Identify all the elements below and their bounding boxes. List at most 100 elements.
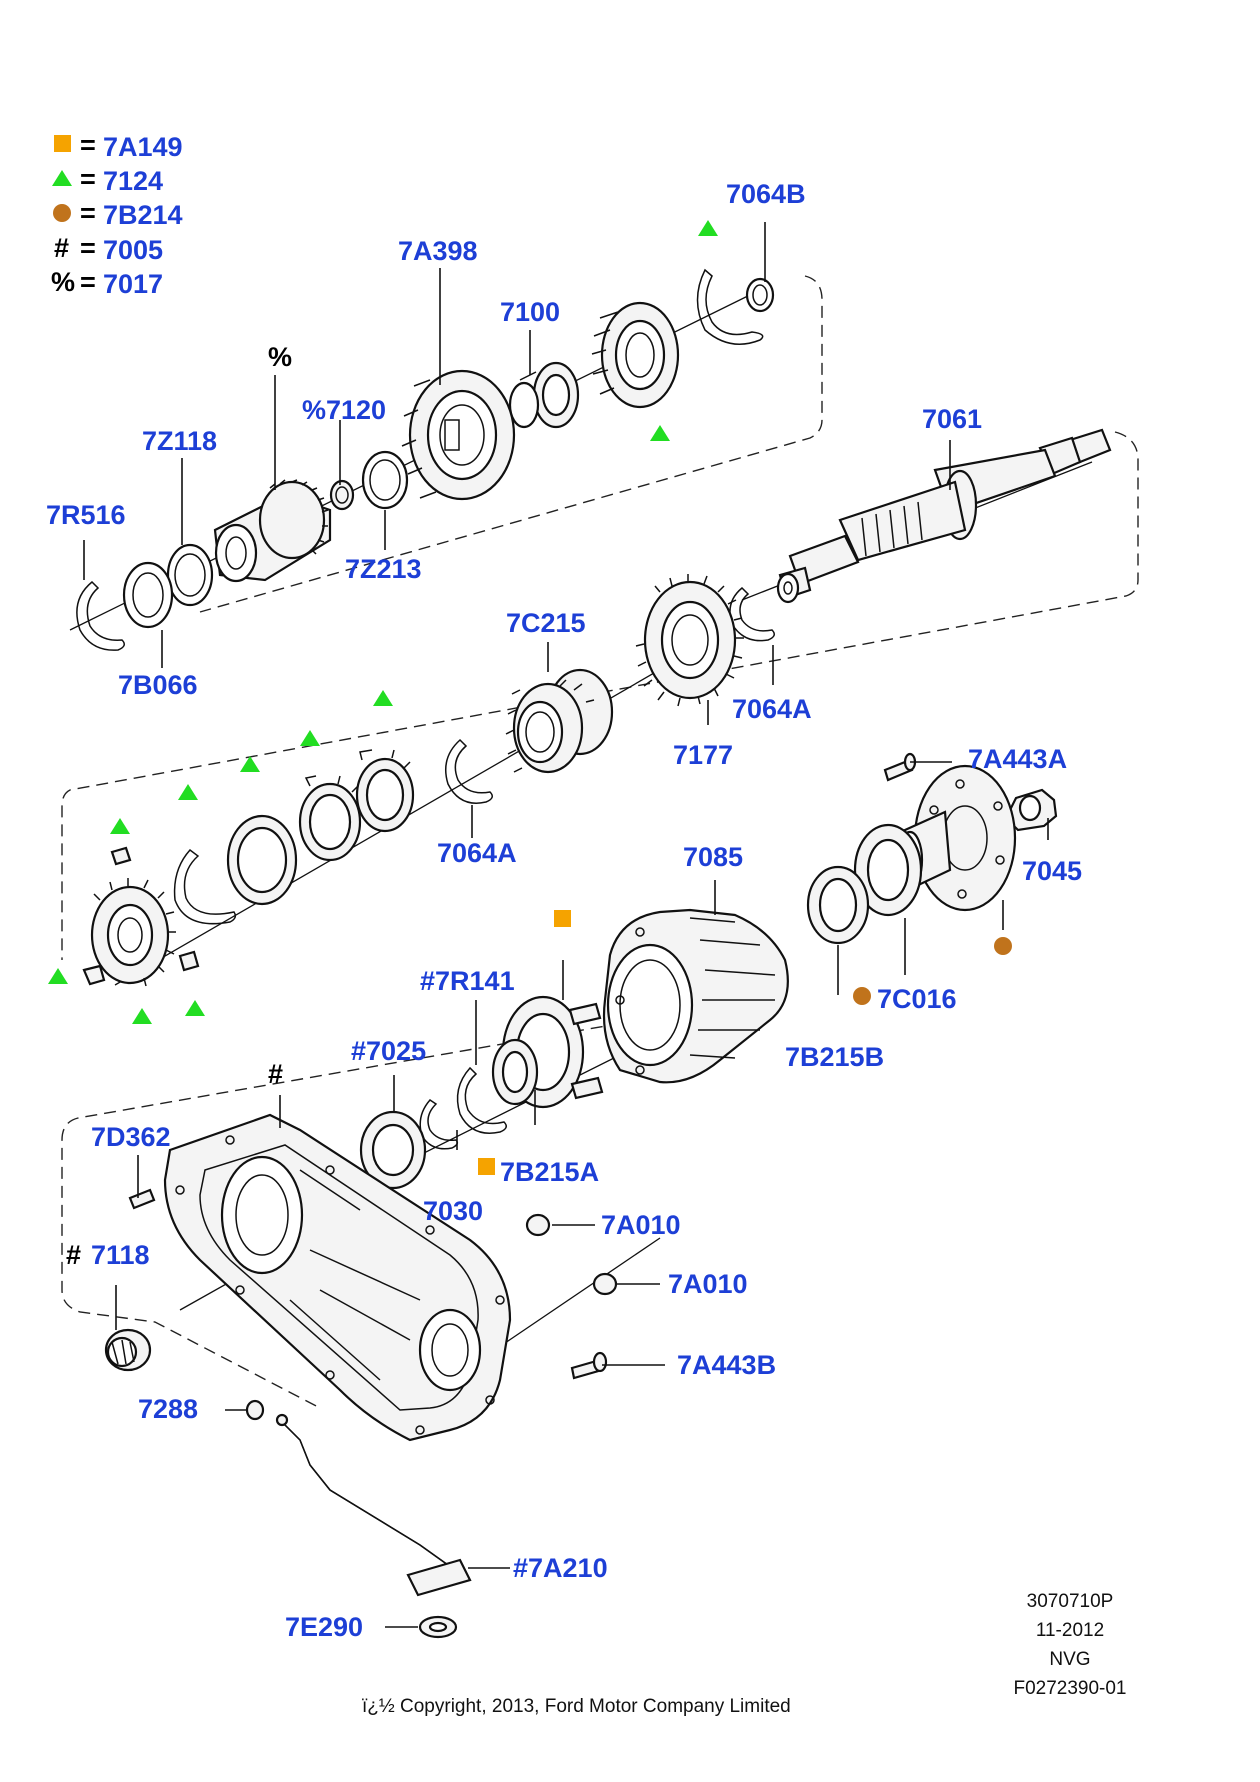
percent-marker: % — [268, 342, 292, 372]
part-label-7b215b[interactable]: 7B215B — [785, 1042, 884, 1072]
part-label-7e290[interactable]: 7E290 — [285, 1612, 363, 1642]
square-icon — [478, 1158, 495, 1175]
legend-eq-2: = — [80, 164, 96, 194]
outline-mainshaft — [61, 431, 1139, 960]
square-icon — [554, 910, 571, 927]
part-label-7a010-b[interactable]: 7A010 — [668, 1269, 748, 1299]
triangle-icon — [240, 756, 260, 772]
triangle-icon — [650, 425, 670, 441]
part-label-7025[interactable]: #7025 — [351, 1036, 426, 1066]
triangle-icon — [698, 220, 718, 236]
outline-upper-shaft — [199, 275, 823, 613]
snap-ring-7064a-mid-drawing — [445, 738, 493, 804]
part-label-7177[interactable]: 7177 — [673, 740, 733, 770]
snap-ring-7030-drawing — [419, 1099, 459, 1150]
legend-code-7124: 7124 — [103, 166, 163, 196]
part-label-7c016[interactable]: 7C016 — [877, 984, 957, 1014]
part-label-7118[interactable]: 7118 — [91, 1240, 150, 1270]
part-label-7b215a[interactable]: 7B215A — [500, 1157, 599, 1187]
triangle-icon — [185, 1000, 205, 1016]
extension-housing-7085-drawing — [602, 908, 789, 1084]
vent-tube-7a210-drawing — [275, 1413, 472, 1597]
part-label-7288[interactable]: 7288 — [138, 1394, 198, 1424]
snap-ring-7r141-drawing — [456, 1066, 507, 1134]
part-label-7r141[interactable]: #7R141 — [420, 966, 515, 996]
part-markers: % # — [48, 220, 1012, 1175]
triangle-icon — [132, 1008, 152, 1024]
retainer-7b066-drawing — [122, 561, 174, 629]
part-label-7118-mark: # — [66, 1240, 81, 1270]
snap-ring-7r516-drawing — [76, 580, 125, 651]
legend-code-7b214: 7B214 — [103, 200, 183, 230]
part-label-7r516[interactable]: 7R516 — [46, 500, 126, 530]
part-label-7085[interactable]: 7085 — [683, 842, 743, 872]
square-icon — [54, 135, 71, 152]
footer-drawing-id: F0272390-01 — [1013, 1678, 1126, 1699]
part-label-7045[interactable]: 7045 — [1022, 856, 1082, 886]
group-outlines — [61, 275, 1139, 1409]
bolt-7a443b-drawing — [570, 1351, 608, 1380]
legend-code-7005: 7005 — [103, 235, 163, 265]
part-label-7a443a[interactable]: 7A443A — [968, 744, 1067, 774]
part-label-7z213[interactable]: 7Z213 — [345, 554, 422, 584]
part-label-7a010-a[interactable]: 7A010 — [601, 1210, 681, 1240]
part-label-7061[interactable]: 7061 — [922, 404, 982, 434]
legend-code-7a149: 7A149 — [103, 132, 183, 162]
triangle-icon — [110, 818, 130, 834]
triangle-icon — [48, 968, 68, 984]
legend-eq-5: = — [80, 267, 96, 297]
circle-icon — [53, 204, 71, 222]
part-label-7z118[interactable]: 7Z118 — [142, 426, 217, 456]
nut-7045-drawing — [1004, 788, 1058, 832]
legend-eq-4: = — [80, 233, 96, 263]
part-label-7a443b[interactable]: 7A443B — [677, 1350, 776, 1380]
legend-eq-3: = — [80, 198, 96, 228]
part-label-7064a-middle[interactable]: 7064A — [437, 838, 517, 868]
gear-7177-drawing — [635, 574, 744, 707]
main-shaft-7061-drawing — [776, 428, 1112, 604]
part-labels: 7064B 7A398 7100 %7120 7Z118 7Z213 7R516… — [46, 179, 1082, 1642]
part-label-7120[interactable]: %7120 — [302, 395, 386, 425]
clutch-gear-drawing — [82, 846, 200, 987]
part-label-7100[interactable]: 7100 — [500, 297, 560, 327]
footer: 3070710P 11-2012 NVG F0272390-01 ï¿½ Cop… — [362, 1591, 1127, 1717]
part-label-7064a-upper[interactable]: 7064A — [732, 694, 812, 724]
legend-eq-1: = — [80, 130, 96, 160]
footer-figure-number: 3070710P — [1027, 1591, 1114, 1612]
footer-date: 11-2012 — [1036, 1620, 1104, 1641]
clip-7064b — [745, 277, 775, 313]
triangle-icon — [300, 730, 320, 746]
input-gear-drawing — [213, 479, 332, 583]
plug-7a010-a-drawing — [525, 1213, 551, 1237]
front-case-drawing — [163, 1113, 512, 1442]
part-label-7c215[interactable]: 7C215 — [506, 608, 586, 638]
parts-drawings — [76, 268, 1112, 1639]
bushing-7118-drawing — [104, 1328, 152, 1372]
part-label-7030[interactable]: 7030 — [423, 1196, 483, 1226]
outline-case — [61, 1019, 641, 1409]
legend-code-7017: 7017 — [103, 269, 163, 299]
part-label-7064b[interactable]: 7064B — [726, 179, 806, 209]
circle-icon — [994, 937, 1012, 955]
part-label-7a398[interactable]: 7A398 — [398, 236, 478, 266]
snap-ring-7064b-drawing — [696, 268, 764, 345]
plug-7288-drawing — [245, 1399, 265, 1421]
plug-7a010-b-drawing — [592, 1272, 618, 1296]
hash-marker: # — [268, 1059, 283, 1089]
part-label-7a210[interactable]: #7A210 — [513, 1553, 608, 1583]
bolt-7a443a-drawing — [883, 752, 917, 782]
sync-7c215-drawing — [505, 668, 614, 774]
synchro-rings-drawing — [173, 749, 415, 925]
part-label-7b066[interactable]: 7B066 — [118, 670, 198, 700]
dowel-7d362-drawing — [128, 1188, 156, 1210]
copyright-notice: ï¿½ Copyright, 2013, Ford Motor Company … — [362, 1696, 791, 1717]
bushing-7120-drawing — [329, 479, 355, 511]
leader-lines — [83, 222, 1049, 1628]
circle-icon — [853, 987, 871, 1005]
triangle-icon — [373, 690, 393, 706]
part-label-7d362[interactable]: 7D362 — [91, 1122, 171, 1152]
legend: = 7A149 = 7124 = 7B214 # = 7005 % = 7017 — [51, 130, 183, 299]
hash-symbol: # — [54, 233, 69, 263]
percent-symbol: % — [51, 267, 75, 297]
